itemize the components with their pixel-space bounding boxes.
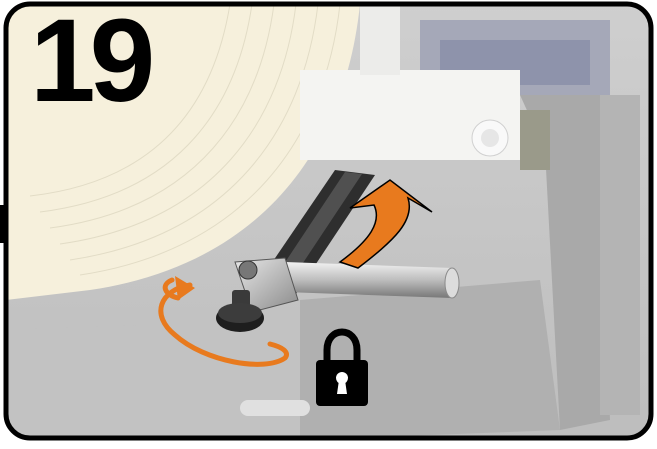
step-number: 19 — [30, 2, 149, 120]
machine-dark-strip — [600, 95, 640, 415]
shaft — [285, 262, 460, 298]
machine-bracket — [520, 110, 550, 170]
